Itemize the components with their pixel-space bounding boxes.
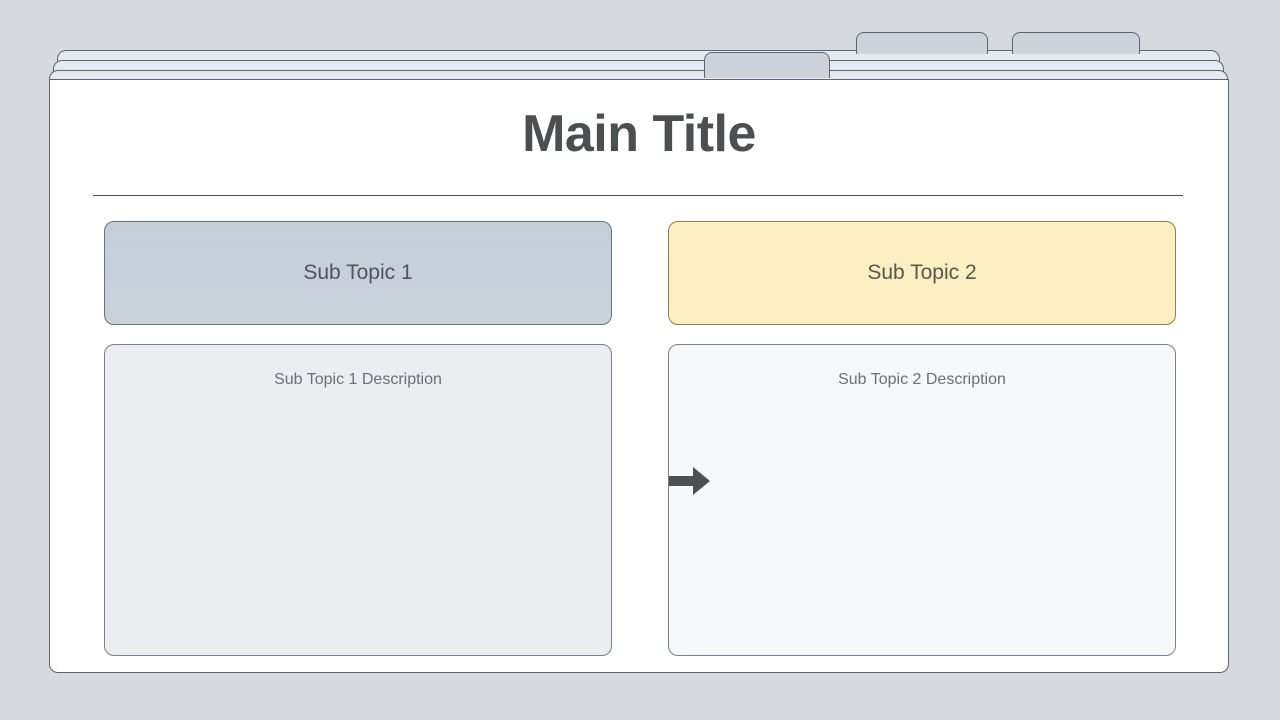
sub-topic-2-description[interactable]: Sub Topic 2 Description xyxy=(668,344,1176,656)
arrow-right-icon xyxy=(669,466,711,496)
column-sub-topic-1: Sub Topic 1 Sub Topic 1 Description xyxy=(104,221,612,656)
sub-topic-2-header[interactable]: Sub Topic 2 xyxy=(668,221,1176,325)
page-title: Main Title xyxy=(522,105,756,163)
tab-top-right[interactable] xyxy=(1012,32,1140,54)
slide-card: Main Title Sub Topic 1 Sub Topic 1 Descr… xyxy=(49,79,1229,673)
title-divider xyxy=(93,195,1183,196)
tab-second-row[interactable] xyxy=(704,52,830,78)
content-columns: Sub Topic 1 Sub Topic 1 Description Sub … xyxy=(50,221,1228,656)
column-sub-topic-2: Sub Topic 2 Sub Topic 2 Description xyxy=(668,221,1176,656)
sub-topic-1-header[interactable]: Sub Topic 1 xyxy=(104,221,612,325)
sub-topic-1-description[interactable]: Sub Topic 1 Description xyxy=(104,344,612,656)
tab-top-left[interactable] xyxy=(856,32,988,54)
